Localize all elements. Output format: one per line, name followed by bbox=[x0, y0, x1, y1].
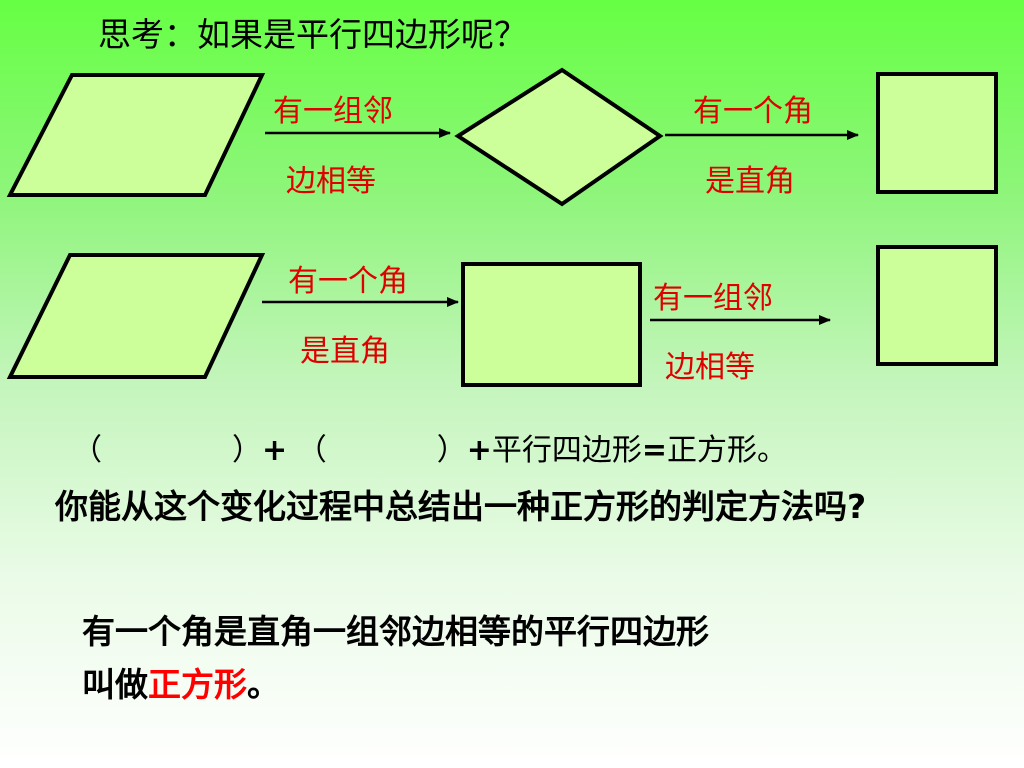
blank1-open: （ bbox=[72, 433, 102, 468]
summary-question: 你能从这个变化过程中总结出一种正方形的判定方法吗? bbox=[55, 487, 867, 526]
plus-sign-1: + bbox=[262, 433, 288, 468]
parallelogram-2 bbox=[6, 253, 266, 379]
parallelogram-1 bbox=[6, 73, 266, 197]
row2-arrow1-label-top: 有一个角 bbox=[288, 264, 408, 299]
answer-suffix: 。 bbox=[247, 665, 280, 704]
row1-arrow1-label-top: 有一组邻 bbox=[273, 94, 393, 129]
equals-sign: = bbox=[641, 433, 667, 468]
row1-arrow1-label-bottom: 边相等 bbox=[286, 164, 376, 199]
row2-arrow2-label-bottom: 边相等 bbox=[665, 350, 755, 385]
plus-sign-2: + bbox=[466, 433, 492, 468]
answer-highlight: 正方形 bbox=[148, 665, 247, 704]
blank2-close: ） bbox=[436, 433, 467, 468]
answer-line2: 叫做正方形。 bbox=[82, 658, 982, 711]
row2-arrow1-label-bottom: 是直角 bbox=[300, 334, 390, 369]
row1-arrow2-label-top: 有一个角 bbox=[693, 94, 813, 129]
square-1 bbox=[876, 72, 998, 194]
fill-in-formula: （）+ （）+平行四边形=正方形。 bbox=[72, 425, 787, 469]
square-2 bbox=[876, 245, 998, 366]
blank1-close: ） bbox=[232, 433, 262, 468]
formula-square: 正方形。 bbox=[666, 433, 787, 468]
rhombus bbox=[454, 67, 664, 207]
row2-arrow2-label-top: 有一组邻 bbox=[653, 281, 773, 316]
slide-question: 思考：如果是平行四边形呢？ bbox=[98, 15, 527, 54]
blank2-open: （ bbox=[296, 433, 327, 468]
rectangle bbox=[461, 262, 642, 387]
answer-line1: 有一个角是直角一组邻边相等的平行四边形 bbox=[82, 612, 709, 651]
formula-parallelogram: 平行四边形 bbox=[491, 433, 642, 468]
answer-prefix: 叫做 bbox=[82, 665, 148, 704]
answer-text: 有一个角是直角一组邻边相等的平行四边形叫做正方形。 bbox=[82, 605, 982, 711]
row1-arrow2-label-bottom: 是直角 bbox=[705, 164, 795, 199]
